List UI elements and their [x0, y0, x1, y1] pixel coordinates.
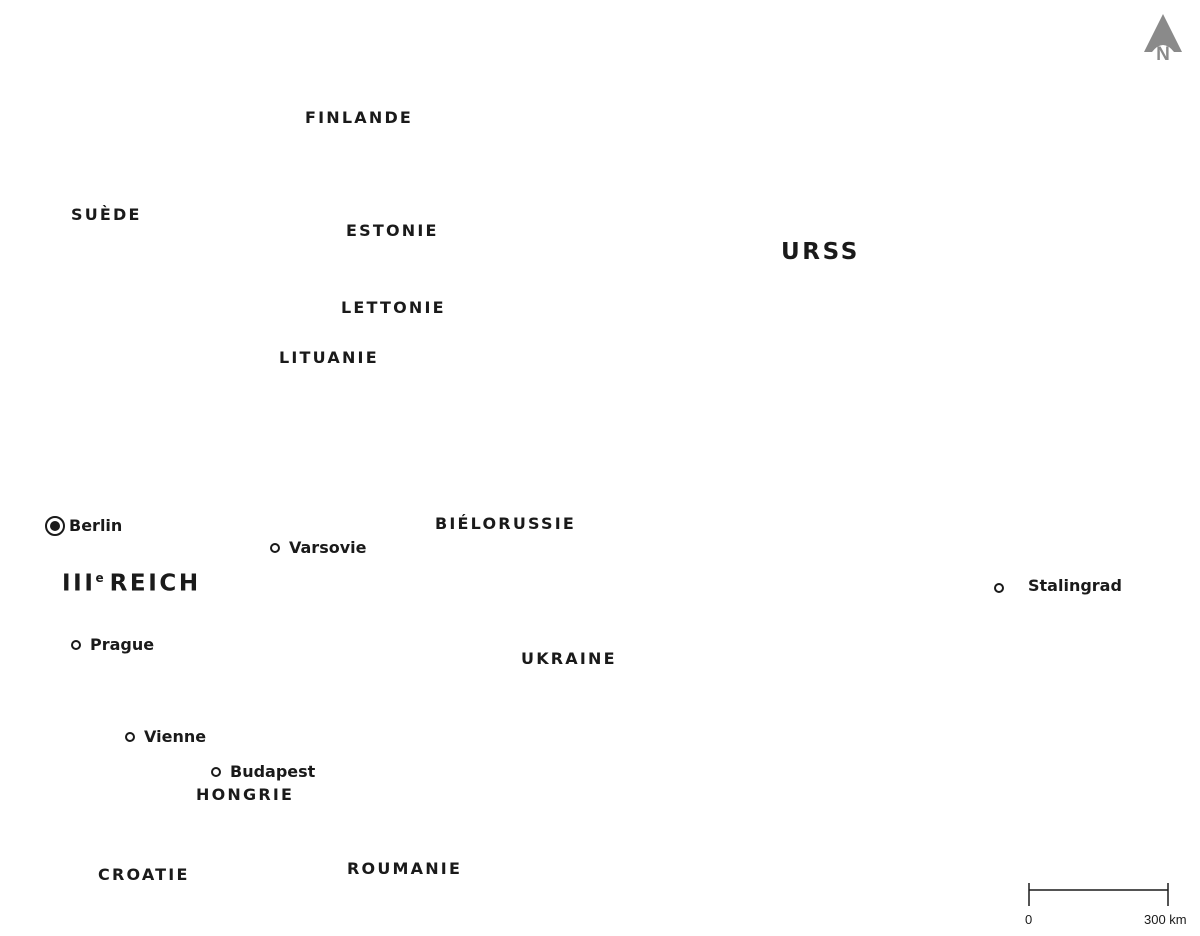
- country-label-croatie: CROATIE: [98, 865, 190, 884]
- city-marker-icon: [270, 543, 280, 553]
- scale-start-label: 0: [1025, 912, 1033, 927]
- reich-superscript: e: [95, 571, 104, 585]
- city-label-prague: Prague: [90, 635, 155, 654]
- city-marker-icon: [125, 732, 135, 742]
- country-label-urss: URSS: [781, 239, 860, 265]
- north-arrow-icon: N: [1144, 14, 1182, 65]
- country-label-ukraine: UKRAINE: [521, 649, 617, 668]
- city-label-varsovie: Varsovie: [289, 538, 367, 557]
- reich-name: REICH: [109, 570, 201, 597]
- city-label-vienne: Vienne: [144, 727, 207, 746]
- country-label-roumanie: ROUMANIE: [347, 859, 463, 878]
- country-label-estonie: ESTONIE: [346, 221, 439, 240]
- city-marker-icon: [71, 640, 81, 650]
- country-label-bielorussie: BIÉLORUSSIE: [435, 514, 577, 533]
- country-label-suede: SUÈDE: [71, 205, 142, 224]
- reich-numeral: III: [62, 570, 96, 597]
- city-label-budapest: Budapest: [230, 762, 316, 781]
- scale-end-label: 300 km: [1144, 912, 1187, 927]
- country-label-reich: IIIe REICH: [62, 572, 201, 596]
- city-marker-icon: [211, 767, 221, 777]
- scale-bar: 0 300 km: [1020, 880, 1200, 936]
- city-marker-icon: [994, 583, 1004, 593]
- country-label-finlande: FINLANDE: [305, 108, 414, 127]
- country-label-hongrie: HONGRIE: [196, 785, 295, 804]
- capital-marker-icon: [45, 516, 65, 536]
- north-letter: N: [1156, 44, 1170, 64]
- country-label-lettonie: LETTONIE: [341, 298, 446, 317]
- country-label-lituanie: LITUANIE: [279, 348, 379, 367]
- city-label-berlin: Berlin: [69, 516, 123, 535]
- city-label-stalingrad: Stalingrad: [1028, 576, 1122, 595]
- scale-bar-line: [1028, 883, 1169, 906]
- north-arrow: N: [1140, 12, 1186, 65]
